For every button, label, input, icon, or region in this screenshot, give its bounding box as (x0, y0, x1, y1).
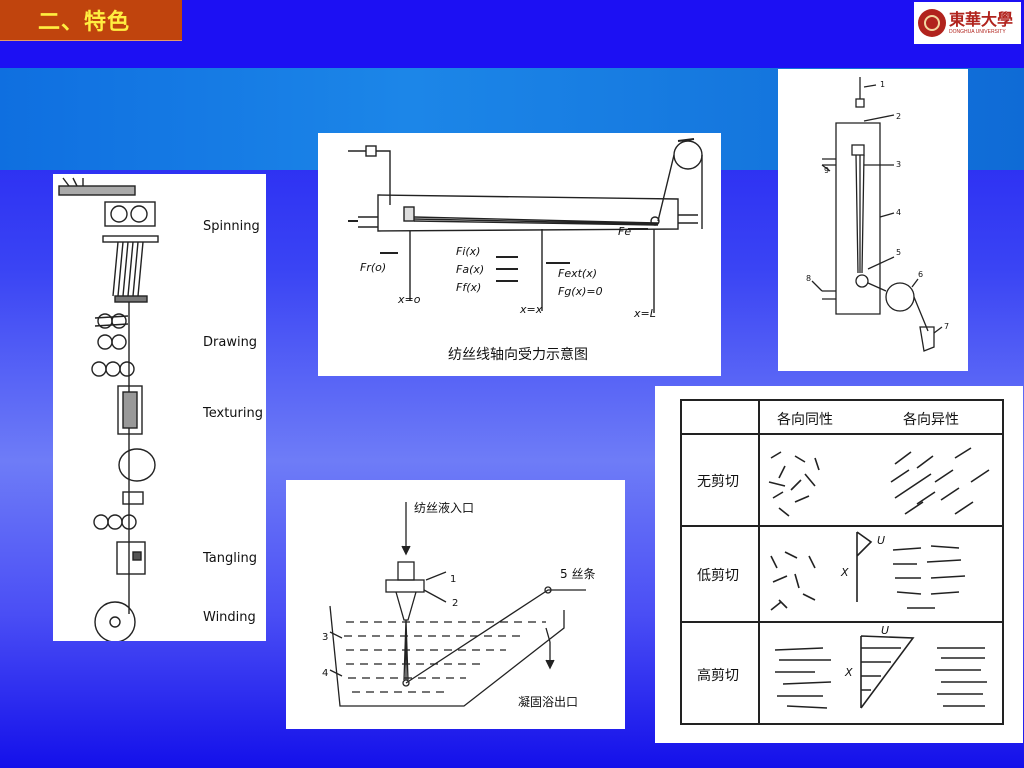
bath-diagram: 纺丝液入口 5 丝条 凝固浴出口 1 2 3 4 (322, 500, 595, 709)
force-caption: 纺丝线轴向受力示意图 (448, 346, 588, 363)
process-flow-panel: Spinning Drawing Texturing Tangling Wind… (53, 174, 266, 643)
step-texturing: Texturing (202, 406, 263, 421)
label-fr: Fr(o) (360, 261, 386, 274)
axis-u-high: U (881, 624, 889, 637)
logo-name-cn: 東華大學 (949, 10, 1014, 29)
column-label-7: 7 (944, 322, 949, 331)
label-fa: Fa(x) (456, 263, 484, 276)
row-low-shear: 低剪切 (697, 568, 739, 584)
label-fi: Fi(x) (456, 245, 480, 258)
process-flow-diagram: Spinning Drawing Texturing Tangling Wind… (58, 177, 263, 643)
column-label-9: 9 (824, 166, 829, 175)
label-ff: Ff(x) (456, 281, 481, 294)
university-logo: 東華大學 DONGHUA UNIVERSITY (914, 2, 1021, 44)
logo-seal-icon (918, 9, 946, 37)
step-winding: Winding (203, 610, 256, 625)
label-fg: Fg(x)=0 (558, 285, 603, 298)
slide-title: 二、特色 (38, 9, 131, 35)
force-diagram-panel: Fr(o) Fi(x) Fa(x) Ff(x) Fext(x) Fg(x)=0 … (318, 133, 721, 376)
column-label-1: 1 (880, 80, 885, 89)
bath-label-3: 3 (322, 632, 328, 643)
axis-x-low: X (840, 566, 849, 579)
column-label-3: 3 (896, 160, 901, 169)
column-label-4: 4 (896, 208, 901, 217)
bath-inlet: 纺丝液入口 (414, 500, 474, 515)
row-high-shear: 高剪切 (697, 667, 739, 684)
bath-diagram-panel: 纺丝液入口 5 丝条 凝固浴出口 1 2 3 4 (286, 480, 625, 729)
axis-x-high: X (844, 666, 853, 679)
label-fext: Fext(x) (558, 267, 597, 280)
pos-l: x=L (633, 307, 656, 320)
bath-label-2: 2 (452, 598, 458, 609)
pos-x: x=x (519, 303, 543, 316)
column-label-2: 2 (896, 112, 901, 121)
header-isotropic: 各向同性 (777, 412, 833, 428)
bath-filament: 5 丝条 (560, 567, 595, 581)
slide-title-box: 二、特色 (0, 0, 182, 41)
shear-table-panel: 各向同性 各向异性 无剪切 低剪切 高剪切 X U X U (655, 386, 1023, 743)
column-label-6: 6 (918, 270, 923, 279)
pos-0: x=o (397, 293, 421, 306)
logo-name-en: DONGHUA UNIVERSITY (949, 29, 1006, 35)
step-spinning: Spinning (203, 219, 260, 234)
column-label-8: 8 (806, 274, 811, 283)
column-diagram-panel: 1 2 3 4 5 6 7 8 9 (778, 69, 968, 371)
bath-outlet: 凝固浴出口 (518, 694, 578, 709)
bath-label-4: 4 (322, 668, 328, 679)
force-diagram: Fr(o) Fi(x) Fa(x) Ff(x) Fext(x) Fg(x)=0 … (348, 138, 703, 363)
header-anisotropic: 各向异性 (903, 412, 959, 428)
column-diagram: 1 2 3 4 5 6 7 8 9 (806, 77, 949, 352)
step-drawing: Drawing (203, 335, 257, 350)
row-no-shear: 无剪切 (697, 474, 739, 490)
column-label-5: 5 (896, 248, 901, 257)
label-fe: Fe (618, 225, 631, 238)
axis-u-low: U (877, 534, 885, 547)
step-tangling: Tangling (202, 551, 257, 566)
bath-label-1: 1 (450, 574, 456, 585)
shear-table: 各向同性 各向异性 无剪切 低剪切 高剪切 X U X U (680, 399, 1004, 725)
